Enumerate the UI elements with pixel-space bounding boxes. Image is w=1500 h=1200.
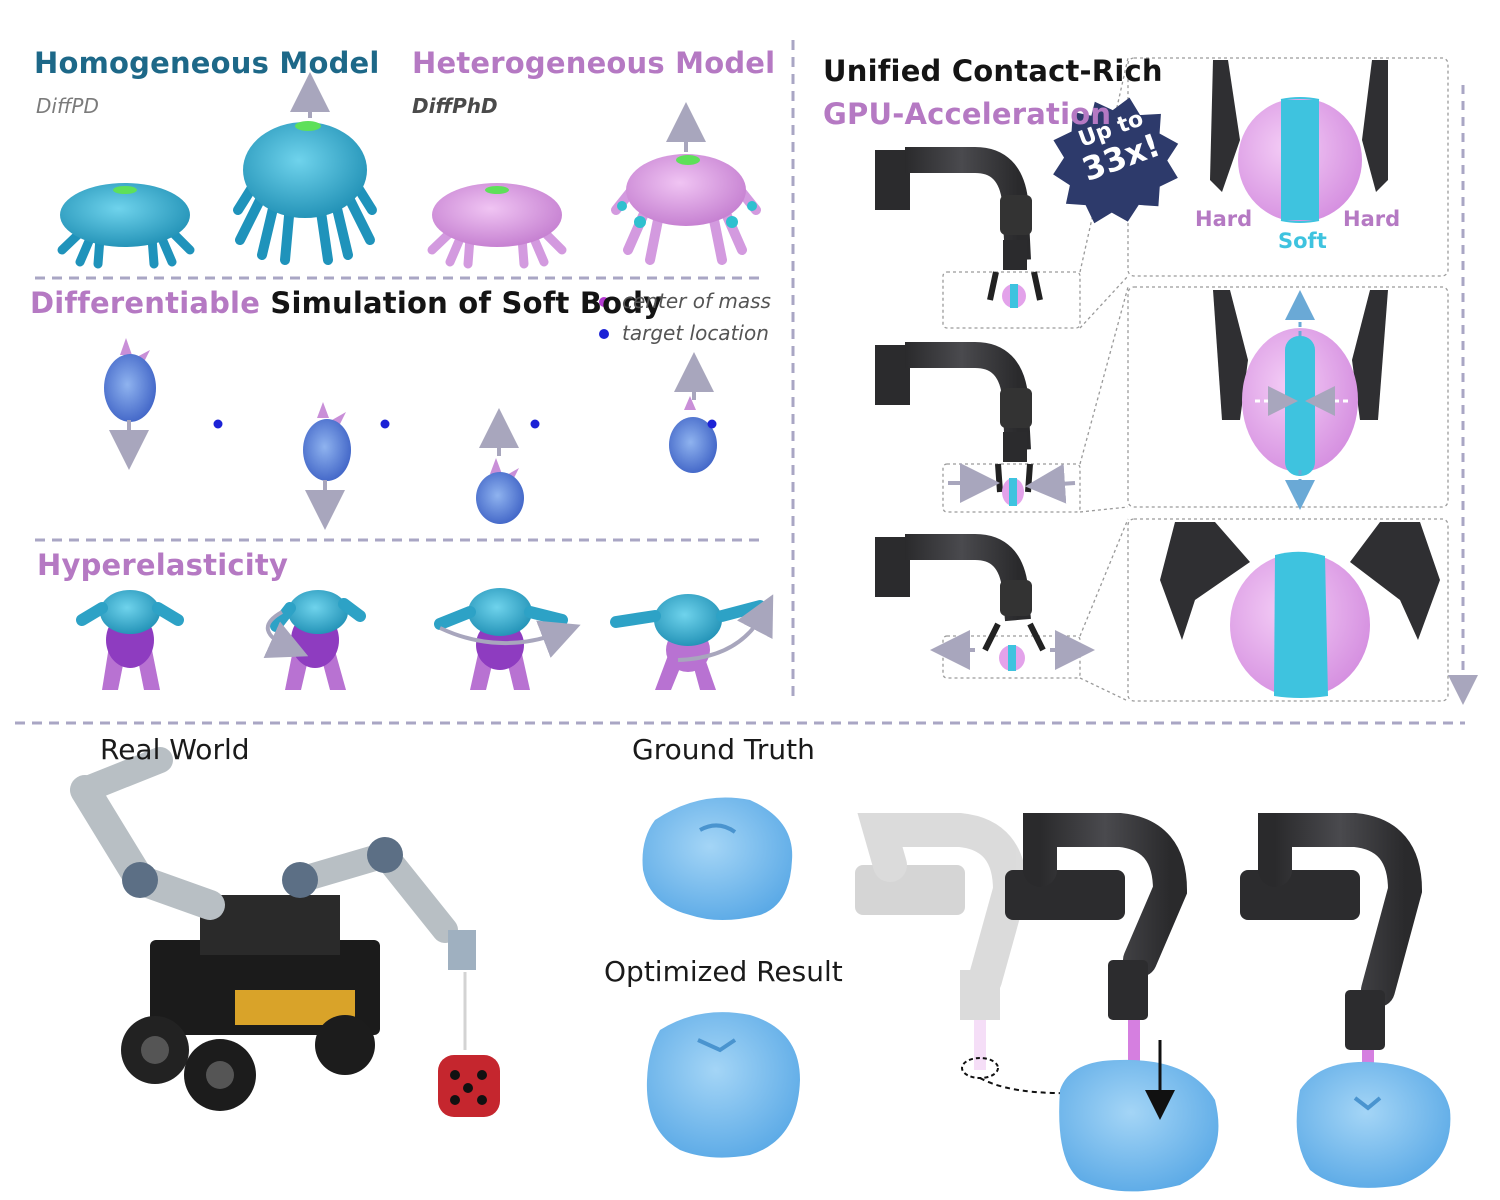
gpu-acceleration-title: GPU-Acceleration <box>823 97 1112 131</box>
diff-sim-title-highlight: Differentiable <box>30 286 261 320</box>
ground-truth-label: Ground Truth <box>632 733 815 766</box>
optimized-result-label: Optimized Result <box>604 955 843 988</box>
label-hard-right: Hard <box>1343 207 1401 231</box>
robot-arm-pressing <box>1005 813 1219 1192</box>
zoom-grasp-squeeze <box>1213 290 1388 510</box>
homogeneous-method: DiffPD <box>36 94 99 118</box>
legend-center-of-mass: center of mass <box>622 289 771 313</box>
crab-heterogeneous-lifted <box>611 102 761 265</box>
diff-sim-title: Differentiable Simulation of Soft Body <box>30 286 662 320</box>
robot-arm-3 <box>875 534 1095 671</box>
crab-heterogeneous-rest <box>427 183 567 269</box>
zoom-grasp-open <box>1210 60 1388 223</box>
legend-target-location: target location <box>622 321 769 345</box>
crab-homogeneous-rest <box>57 183 195 269</box>
robot-arm-final <box>1240 813 1451 1188</box>
ghost-robot-arm <box>855 813 1028 1070</box>
crab-homogeneous-lifted <box>233 72 377 265</box>
robot-arm-1 <box>875 147 1043 308</box>
heterogeneous-method: DiffPhD <box>412 94 498 118</box>
legend-dots <box>599 297 609 339</box>
homogeneous-title: Homogeneous Model <box>34 46 380 80</box>
speedup-badge <box>1053 97 1179 224</box>
hyperelasticity-title: Hyperelasticity <box>37 548 289 582</box>
hyperelastic-sequence <box>76 588 774 690</box>
optimized-result-blob <box>646 1012 800 1158</box>
section-dividers <box>15 40 1465 725</box>
bunny-sequence <box>104 338 717 530</box>
label-soft: Soft <box>1278 229 1327 253</box>
label-hard-left: Hard <box>1195 207 1253 231</box>
real-world-robot <box>70 747 500 1117</box>
robot-arm-2 <box>875 342 1076 506</box>
diff-sim-title-rest: Simulation of Soft Body <box>260 286 663 320</box>
ground-truth-blob <box>642 797 793 920</box>
real-world-label: Real World <box>100 733 250 766</box>
heterogeneous-title: Heterogeneous Model <box>412 46 776 80</box>
zoom-grasp-release <box>1160 522 1440 698</box>
contact-rich-title: Unified Contact-Rich <box>823 54 1163 88</box>
